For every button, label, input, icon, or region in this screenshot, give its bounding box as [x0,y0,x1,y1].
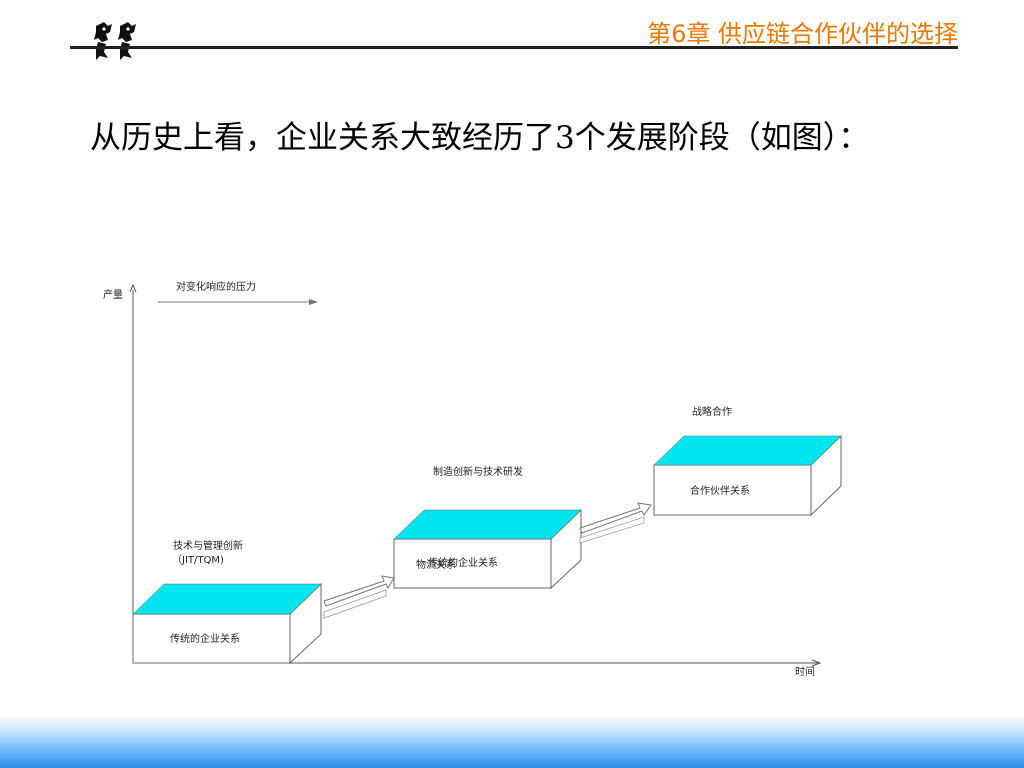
page-title: 从历史上看，企业关系大致经历了3个发展阶段（如图）： [90,120,870,156]
box-top-1 [132,583,322,615]
box-top-2 [393,509,582,540]
stage-2-box-label: 物流关系 [416,558,456,571]
stage-box-2 [393,508,582,590]
box-top-3 [653,435,842,466]
stage-1-driver: 技术与管理创新 [173,539,243,552]
pressure-label: 对变化响应的压力 [176,280,256,293]
transition-arrow-1 [323,575,395,619]
footer-gradient-band [0,714,1024,768]
pressure-arrowhead [309,299,318,305]
chapter-title: 第6章 供应链合作伙伴的选择 [647,20,958,48]
stage-2-driver: 制造创新与技术研发 [433,465,523,478]
stage-2-box-label-overlap: 传统的企业关系 [428,556,498,569]
x-axis-arrowhead [811,659,822,667]
header-rule [70,46,958,49]
stage-1-driver-sub: （JIT/TQM) [172,554,224,566]
stage-3-box-label: 合作伙伴关系 [690,484,750,497]
stage-box-3 [653,434,842,517]
stage-1-box-label: 传统的企业关系 [170,632,240,645]
stage-3-driver: 战略合作 [692,405,732,418]
stage-box-1 [132,582,322,665]
transition-arrow-2 [579,502,652,544]
x-axis-label: 时间 [795,665,815,678]
y-axis-label: 产量 [103,288,123,301]
y-axis-arrowhead [129,283,137,293]
